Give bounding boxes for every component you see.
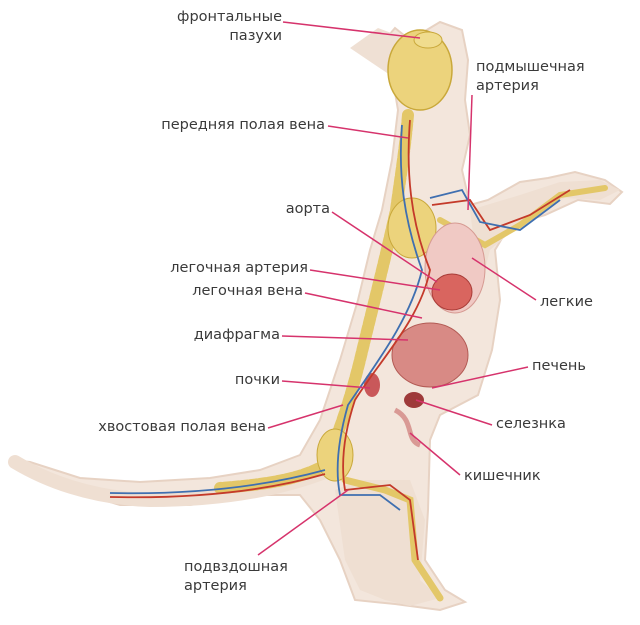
vessels [109, 119, 571, 561]
heart-shape [431, 273, 473, 311]
label-pulmonary-artery: легочная артерия [170, 260, 308, 276]
leader-diaphragm [281, 335, 409, 341]
label-spleen: селезнка [496, 416, 566, 432]
organs [364, 222, 486, 448]
vein-foreleg [429, 188, 561, 231]
vein-tail [109, 469, 326, 495]
leader-lungs [471, 257, 537, 301]
label-aorta: аорта [285, 201, 330, 217]
leader-frontal-sinuses [282, 21, 421, 39]
kidney-shape [364, 373, 380, 397]
label-iliac-artery: подвздошная артерия [184, 558, 288, 596]
leader-liver [431, 366, 529, 389]
label-anterior-vena-cava: передняя полая вена [161, 117, 325, 133]
label-liver: печень [532, 358, 586, 374]
pelvis [316, 428, 354, 482]
leader-pulmonary-artery [309, 269, 441, 291]
cat-silhouette [8, 20, 624, 612]
leader-pulmonary-vein [304, 292, 423, 319]
leader-anterior-vena-cava [327, 125, 409, 139]
leader-spleen [415, 399, 493, 426]
skull [387, 29, 453, 111]
artery-tail [109, 473, 326, 499]
frontal-sinus-shape [413, 31, 443, 49]
label-intestine: кишечник [464, 468, 541, 484]
intestine-shape [393, 407, 422, 448]
spleen-shape [404, 392, 424, 408]
leader-intestine [409, 432, 461, 476]
label-axillary-artery-line1: подмышечная [476, 59, 585, 75]
label-axillary-artery-line2: артерия [476, 78, 539, 94]
label-frontal-sinuses: фронтальные пазухи [150, 8, 282, 46]
label-diaphragm: диафрагма [193, 327, 280, 343]
label-lungs: легкие [540, 294, 593, 310]
leader-aorta [331, 211, 438, 283]
leader-lines [257, 21, 537, 556]
label-pulmonary-vein: легочная вена [192, 283, 303, 299]
leader-iliac-artery [257, 489, 349, 556]
leader-kidneys [281, 380, 371, 389]
label-frontal-sinuses-line1: фронтальные [177, 9, 282, 25]
artery-main [342, 119, 431, 561]
cat-body [9, 20, 624, 612]
leader-axillary-artery [467, 94, 473, 211]
artery-foreleg [431, 189, 571, 232]
liver-shape [391, 322, 469, 388]
label-iliac-artery-line1: подвздошная [184, 559, 288, 575]
vein-main [336, 124, 423, 511]
label-frontal-sinuses-line2: пазухи [229, 28, 282, 44]
label-iliac-artery-line2: артерия [184, 578, 247, 594]
cat-foreleg [470, 180, 620, 290]
label-kidneys: почки [234, 372, 280, 388]
leader-caudal-vena-cava [267, 404, 344, 429]
label-axillary-artery: подмышечная артерия [476, 58, 585, 96]
label-caudal-vena-cava: хвостовая полая вена [98, 419, 266, 435]
